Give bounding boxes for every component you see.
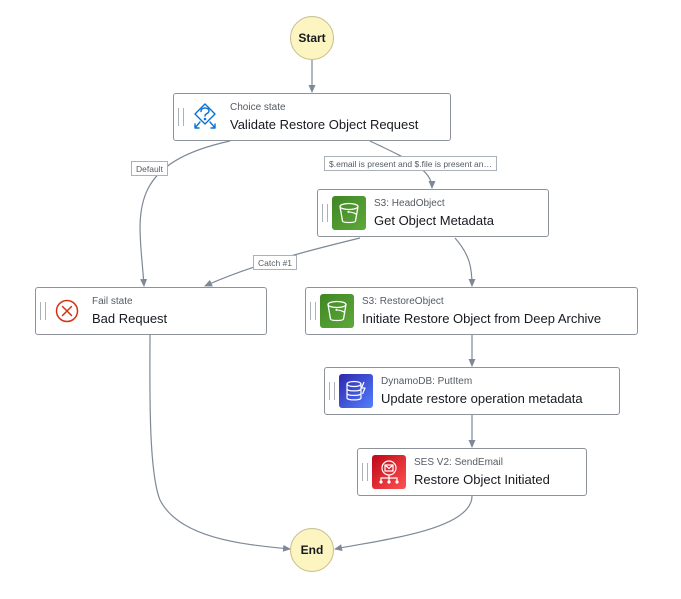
state-name: Update restore operation metadata [381,390,583,406]
state-category: SES V2: SendEmail [414,456,503,468]
s3-bucket-icon [320,294,354,328]
start-node[interactable]: Start [290,16,334,60]
state-get-object-metadata[interactable]: S3: HeadObject Get Object Metadata [317,189,549,237]
drag-handle[interactable] [306,288,320,334]
ses-email-icon [372,455,406,489]
start-label: Start [298,31,326,45]
fail-x-icon [50,294,84,328]
state-category: S3: RestoreObject [362,295,444,307]
state-restore-object-initiated[interactable]: SES V2: SendEmail Restore Object Initiat… [357,448,587,496]
end-label: End [300,543,324,557]
state-update-restore-metadata[interactable]: DynamoDB: PutItem Update restore operati… [324,367,620,415]
drag-handle[interactable] [325,368,339,414]
state-name: Validate Restore Object Request [230,116,419,132]
state-validate-restore[interactable]: Choice state Validate Restore Object Req… [173,93,451,141]
edge-sendemail-to-end [334,495,473,552]
state-name: Initiate Restore Object from Deep Archiv… [362,310,602,326]
drag-handle[interactable] [358,449,372,495]
state-bad-request[interactable]: Fail state Bad Request [35,287,267,335]
s3-bucket-icon [332,196,366,230]
drag-handle[interactable] [36,288,50,334]
drag-handle[interactable] [174,94,188,140]
state-name: Bad Request [92,310,168,326]
edge-choice-default-to-fail [139,140,231,287]
state-name: Get Object Metadata [374,212,494,228]
edge-fail-to-end [149,334,291,552]
edge-label-catch: Catch #1 [253,255,298,270]
edge-label-choice-rule: $.email is present and $.file is present… [324,156,498,171]
end-node[interactable]: End [290,528,334,572]
edge-label-default: Default [131,161,168,176]
state-category: Choice state [230,101,286,113]
choice-icon [188,100,222,134]
state-name: Restore Object Initiated [414,471,550,487]
state-initiate-restore[interactable]: S3: RestoreObject Initiate Restore Objec… [305,287,638,335]
state-category: DynamoDB: PutItem [381,375,473,387]
drag-handle[interactable] [318,190,332,236]
dynamodb-icon [339,374,373,408]
edge-headobject-to-restore [454,237,476,287]
state-category: Fail state [92,295,133,307]
state-category: S3: HeadObject [374,197,445,209]
